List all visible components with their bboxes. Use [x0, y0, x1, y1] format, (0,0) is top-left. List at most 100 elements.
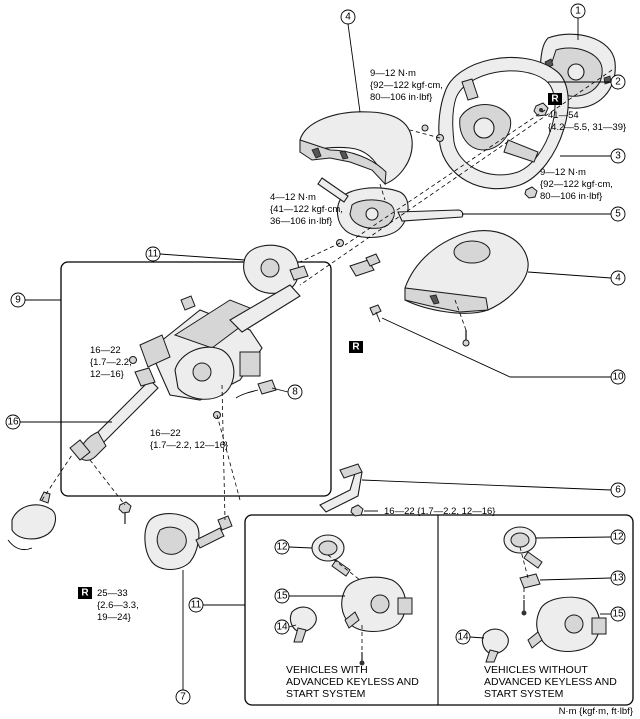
torque-t2: 41—54 {4.2—5.5, 31—39} — [548, 110, 626, 133]
callout-12-without: 12 — [610, 529, 626, 545]
svg-text:{1.7—2.2,: {1.7—2.2, — [90, 357, 132, 368]
upper-column-cover — [299, 111, 413, 186]
svg-text:11: 11 — [191, 600, 202, 611]
key-cylinder-with — [311, 534, 351, 577]
replace-mark-clip: R — [349, 341, 363, 353]
lock-body-without — [527, 596, 607, 653]
wheel-screw-lower — [524, 186, 538, 199]
units-note: N·m {kgf·m, ft·lbf} — [559, 706, 633, 717]
svg-text:36—106 in·lbf}: 36—106 in·lbf} — [270, 216, 332, 227]
callout-1: 1 — [570, 3, 586, 19]
svg-text:ADVANCED KEYLESS AND: ADVANCED KEYLESS AND — [286, 676, 419, 688]
steering-lock-assembly — [243, 244, 309, 294]
svg-text:4—12 N·m: 4—12 N·m — [270, 192, 316, 203]
callout-2: 2 — [610, 74, 626, 90]
torque-t1: 9—12 N·m {92—122 kgf·cm, 80—106 in·lbf} — [370, 68, 443, 103]
steering-wheel — [438, 56, 569, 190]
svg-text:VEHICLES WITH: VEHICLES WITH — [286, 664, 368, 676]
intermediate-shaft — [69, 367, 159, 461]
torque-t8: 25—33 {2.6—3.3, 19—24} — [97, 588, 139, 623]
column-hole-cover — [144, 513, 233, 571]
torque-t4: 4—12 N·m {41—122 kgf·cm, 36—106 in·lbf} — [270, 192, 343, 227]
callout-4-lower: 4 — [610, 270, 626, 286]
svg-text:{2.6—3.3,: {2.6—3.3, — [97, 600, 139, 611]
svg-text:12: 12 — [276, 542, 288, 553]
steering-column — [139, 284, 301, 401]
replace-mark-wheel-bolt: R — [548, 93, 562, 105]
svg-text:{4.2—5.5, 31—39}: {4.2—5.5, 31—39} — [548, 122, 626, 133]
svg-text:12—16}: 12—16} — [90, 369, 124, 380]
svg-text:41—54: 41—54 — [548, 110, 579, 121]
svg-text:R: R — [352, 342, 360, 353]
callout-8: 8 — [287, 384, 303, 400]
svg-text:5: 5 — [615, 209, 621, 220]
lock-body-with — [341, 576, 413, 633]
steering-gear-boot — [7, 491, 57, 551]
callout-14-with: 14 — [274, 619, 290, 635]
combination-switch — [317, 177, 464, 239]
callout-11-main: 11 — [145, 246, 161, 262]
leader-lines — [20, 18, 612, 690]
callout-14-without: 14 — [455, 629, 471, 645]
svg-text:START SYSTEM: START SYSTEM — [484, 688, 563, 700]
svg-text:12: 12 — [612, 532, 624, 543]
lower-column-cover — [404, 230, 529, 314]
callout-5: 5 — [610, 206, 626, 222]
svg-text:3: 3 — [615, 151, 621, 162]
column-bracket — [319, 463, 363, 513]
svg-text:8: 8 — [292, 387, 298, 398]
svg-text:10: 10 — [612, 372, 624, 383]
key-interlock-without — [519, 573, 541, 616]
svg-text:{92—122 kgf·cm,: {92—122 kgf·cm, — [370, 80, 443, 91]
callout-15-with: 15 — [274, 588, 290, 604]
svg-text:4: 4 — [345, 12, 351, 23]
bracket-nut — [350, 504, 364, 517]
caption-without-keyless: VEHICLES WITHOUT ADVANCED KEYLESS AND ST… — [484, 664, 617, 700]
svg-text:6: 6 — [615, 485, 621, 496]
cover-clip — [369, 304, 382, 323]
svg-text:19—24}: 19—24} — [97, 612, 131, 623]
callout-9: 9 — [10, 292, 26, 308]
svg-text:25—33: 25—33 — [97, 588, 128, 599]
torque-t5: 16—22 {1.7—2.2, 12—16} — [90, 345, 132, 380]
svg-text:80—106 in·lbf}: 80—106 in·lbf} — [540, 191, 602, 202]
replace-mark-joint-bolt: R — [78, 587, 92, 599]
svg-text:9—12 N·m: 9—12 N·m — [540, 167, 586, 178]
variants-frame — [244, 514, 634, 706]
svg-text:15: 15 — [612, 609, 624, 620]
callout-12-with: 12 — [274, 539, 290, 555]
svg-text:9—12 N·m: 9—12 N·m — [370, 68, 416, 79]
svg-text:14: 14 — [457, 632, 469, 643]
svg-text:{92—122 kgf·cm,: {92—122 kgf·cm, — [540, 179, 613, 190]
screw-with — [359, 652, 365, 666]
lower-cover-screw — [462, 330, 470, 347]
svg-text:{1.7—2.2, 12—16}: {1.7—2.2, 12—16} — [150, 440, 228, 451]
svg-text:VEHICLES WITHOUT: VEHICLES WITHOUT — [484, 664, 588, 676]
column-assembly-frame — [60, 261, 332, 497]
callout-15-without: 15 — [610, 606, 626, 622]
svg-text:ADVANCED KEYLESS AND: ADVANCED KEYLESS AND — [484, 676, 617, 688]
callout-6: 6 — [610, 482, 626, 498]
svg-text:4: 4 — [615, 273, 621, 284]
steering-wheel-bolt — [533, 102, 549, 117]
callout-7: 7 — [175, 689, 191, 705]
svg-text:15: 15 — [276, 591, 288, 602]
caption-with-keyless: VEHICLES WITH ADVANCED KEYLESS AND START… — [286, 664, 419, 700]
callout-13: 13 — [610, 570, 626, 586]
callout-11-variant: 11 — [188, 597, 204, 613]
column-connector — [235, 379, 277, 399]
callout-4-upper: 4 — [340, 9, 356, 25]
antenna-without — [481, 628, 509, 663]
cover-screw — [421, 124, 429, 132]
svg-text:R: R — [81, 588, 89, 599]
svg-text:2: 2 — [615, 77, 621, 88]
svg-text:80—106 in·lbf}: 80—106 in·lbf} — [370, 92, 432, 103]
column-nut-upper — [129, 356, 137, 364]
torque-t3: 9—12 N·m {92—122 kgf·cm, 80—106 in·lbf} — [540, 167, 613, 202]
torque-t7: 16—22 {1.7—2.2, 12—16} — [384, 506, 495, 517]
switch-bracket — [349, 253, 381, 277]
callout-10: 10 — [610, 369, 626, 385]
svg-text:9: 9 — [15, 295, 21, 306]
callout-3: 3 — [610, 148, 626, 164]
